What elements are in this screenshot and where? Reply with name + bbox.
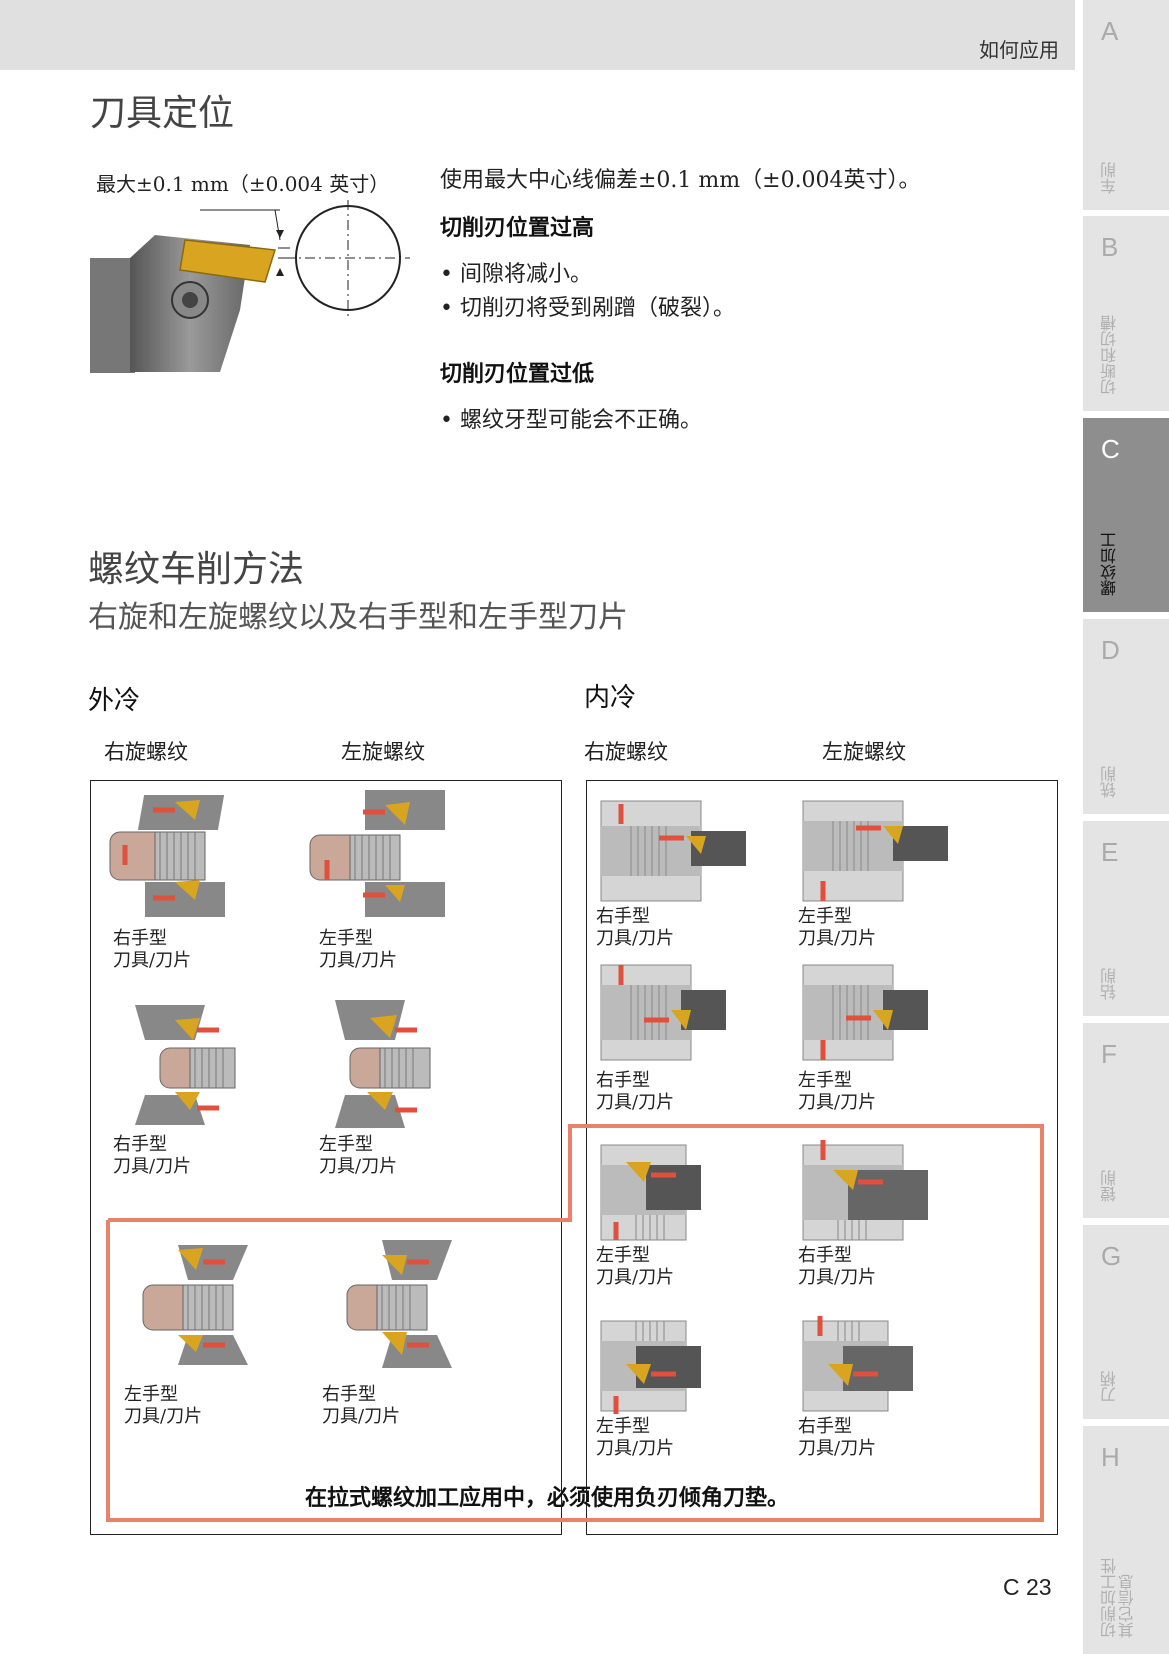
tool-position-diagram: [90, 200, 410, 373]
side-tab-nav: A 车削 B 切断和切槽 C 螺纹加工 D 铣削 E 钻削 F 镗削 G 刀柄 …: [1083, 0, 1169, 1654]
tab-d[interactable]: D 铣削: [1083, 619, 1169, 814]
cell-label: 左手型 刀具/刀片: [596, 1245, 675, 1288]
internal-thread-illustration: [802, 1140, 928, 1241]
highlight-outline: [106, 1124, 1044, 1522]
int-cell-5: 左手型 刀具/刀片: [596, 1140, 766, 1288]
cell-label: 右手型 刀具/刀片: [322, 1384, 401, 1427]
pull-threading-note: 在拉式螺纹加工应用中，必须使用负刃倾角刀垫。: [305, 1486, 790, 1511]
cell-label: 右手型 刀具/刀片: [113, 928, 192, 971]
cell-label: 右手型 刀具/刀片: [113, 1134, 192, 1177]
internal-thread-illustration: [600, 964, 726, 1061]
ext-cell-4: 左手型 刀具/刀片: [305, 1000, 475, 1177]
tolerance-label: 最大±0.1 mm（±0.004 英寸）: [96, 172, 390, 196]
int-cell-1: 右手型 刀具/刀片: [596, 796, 766, 949]
internal-thread-illustration: [802, 1316, 913, 1412]
header-title: 如何应用: [979, 38, 1059, 62]
tab-letter: G: [1101, 1241, 1122, 1271]
tab-label: 铣削: [1100, 766, 1119, 798]
ext-col-left-hand: 左旋螺纹: [341, 740, 425, 764]
internal-thread-illustration: [600, 1144, 701, 1241]
cell-label: 右手型 刀具/刀片: [798, 1245, 877, 1288]
bullet-item: 间隙将减小。: [440, 256, 592, 288]
ext-cell-3: 右手型 刀具/刀片: [105, 1000, 275, 1177]
section-subtitle: 右旋和左旋螺纹以及右手型和左手型刀片: [88, 600, 628, 635]
tab-f[interactable]: F 镗削: [1083, 1023, 1169, 1218]
int-cell-6: 右手型 刀具/刀片: [798, 1140, 968, 1288]
tab-e[interactable]: E 钻削: [1083, 821, 1169, 1016]
tab-letter: C: [1101, 434, 1120, 464]
external-thread-illustration: [346, 1240, 452, 1368]
cell-label: 左手型 刀具/刀片: [596, 1416, 675, 1459]
internal-thread-illustration: [802, 964, 928, 1061]
external-thread-illustration: [135, 1005, 236, 1125]
ext-cell-2: 左手型 刀具/刀片: [305, 790, 475, 971]
external-heading: 外冷: [88, 686, 141, 716]
insert-shape: [179, 239, 276, 283]
tab-label: 车削: [1100, 162, 1119, 194]
cell-label: 右手型 刀具/刀片: [596, 1070, 675, 1113]
tab-label: 刀柄: [1100, 1371, 1119, 1403]
tab-h[interactable]: H 切削加工性 其它信息: [1083, 1426, 1169, 1654]
tab-letter: H: [1101, 1442, 1120, 1472]
too-low-heading: 切削刃位置过低: [440, 362, 595, 387]
tab-letter: A: [1101, 16, 1119, 46]
tab-letter: F: [1101, 1039, 1117, 1069]
internal-thread-illustration: [600, 800, 746, 902]
tab-label: 螺纹加工: [1100, 532, 1119, 596]
tab-a[interactable]: A 车削: [1083, 0, 1169, 210]
cell-label: 右手型 刀具/刀片: [798, 1416, 877, 1459]
cell-label: 左手型 刀具/刀片: [124, 1384, 203, 1427]
tab-label: 镗削: [1100, 1170, 1119, 1202]
cell-label: 左手型 刀具/刀片: [319, 928, 398, 971]
int-cell-2: 左手型 刀具/刀片: [798, 796, 968, 949]
too-high-heading: 切削刃位置过高: [440, 216, 595, 241]
cell-label: 右手型 刀具/刀片: [596, 906, 675, 949]
ext-cell-6: 右手型 刀具/刀片: [312, 1240, 482, 1427]
internal-thread-illustration: [600, 1320, 701, 1414]
section-title-thread-methods: 螺纹车削方法: [88, 549, 305, 590]
tab-label: 钻削: [1100, 968, 1119, 1000]
tab-letter: D: [1101, 635, 1120, 665]
bullet-item: 切削刃将受到剐蹭（破裂）。: [440, 290, 735, 322]
internal-heading: 内冷: [584, 683, 637, 713]
int-cell-4: 左手型 刀具/刀片: [798, 960, 968, 1113]
internal-thread-illustration: [802, 800, 948, 902]
centerline-intro: 使用最大中心线偏差±0.1 mm（±0.004英寸）。: [440, 168, 921, 193]
page-number: C 23: [1003, 1574, 1052, 1600]
tab-c[interactable]: C 螺纹加工: [1083, 418, 1169, 612]
cell-label: 左手型 刀具/刀片: [798, 1070, 877, 1113]
section-title-tool-positioning: 刀具定位: [90, 93, 235, 134]
int-cell-8: 右手型 刀具/刀片: [798, 1316, 968, 1459]
cell-label: 左手型 刀具/刀片: [319, 1134, 398, 1177]
tab-b[interactable]: B 切断和切槽: [1083, 216, 1169, 411]
int-col-left-hand: 左旋螺纹: [822, 740, 906, 764]
tab-label: 切削加工性 其它信息: [1100, 1558, 1137, 1638]
external-thread-illustration: [309, 790, 445, 917]
int-col-right-hand: 右旋螺纹: [584, 740, 668, 764]
int-cell-3: 右手型 刀具/刀片: [596, 960, 766, 1113]
ext-cell-1: 右手型 刀具/刀片: [105, 790, 275, 971]
tab-label: 切断和切槽: [1100, 315, 1119, 395]
ext-cell-5: 左手型 刀具/刀片: [118, 1240, 288, 1427]
external-thread-illustration: [335, 1000, 431, 1128]
tab-g[interactable]: G 刀柄: [1083, 1225, 1169, 1419]
int-cell-7: 左手型 刀具/刀片: [596, 1316, 766, 1459]
tab-letter: B: [1101, 232, 1119, 262]
bullet-item: 螺纹牙型可能会不正确。: [440, 402, 702, 434]
external-thread-illustration: [109, 795, 225, 917]
external-thread-illustration: [142, 1245, 248, 1365]
ext-col-right-hand: 右旋螺纹: [104, 740, 188, 764]
holder-shank: [90, 258, 135, 373]
cell-label: 左手型 刀具/刀片: [798, 906, 877, 949]
header-bar: [0, 0, 1075, 70]
tab-letter: E: [1101, 837, 1119, 867]
